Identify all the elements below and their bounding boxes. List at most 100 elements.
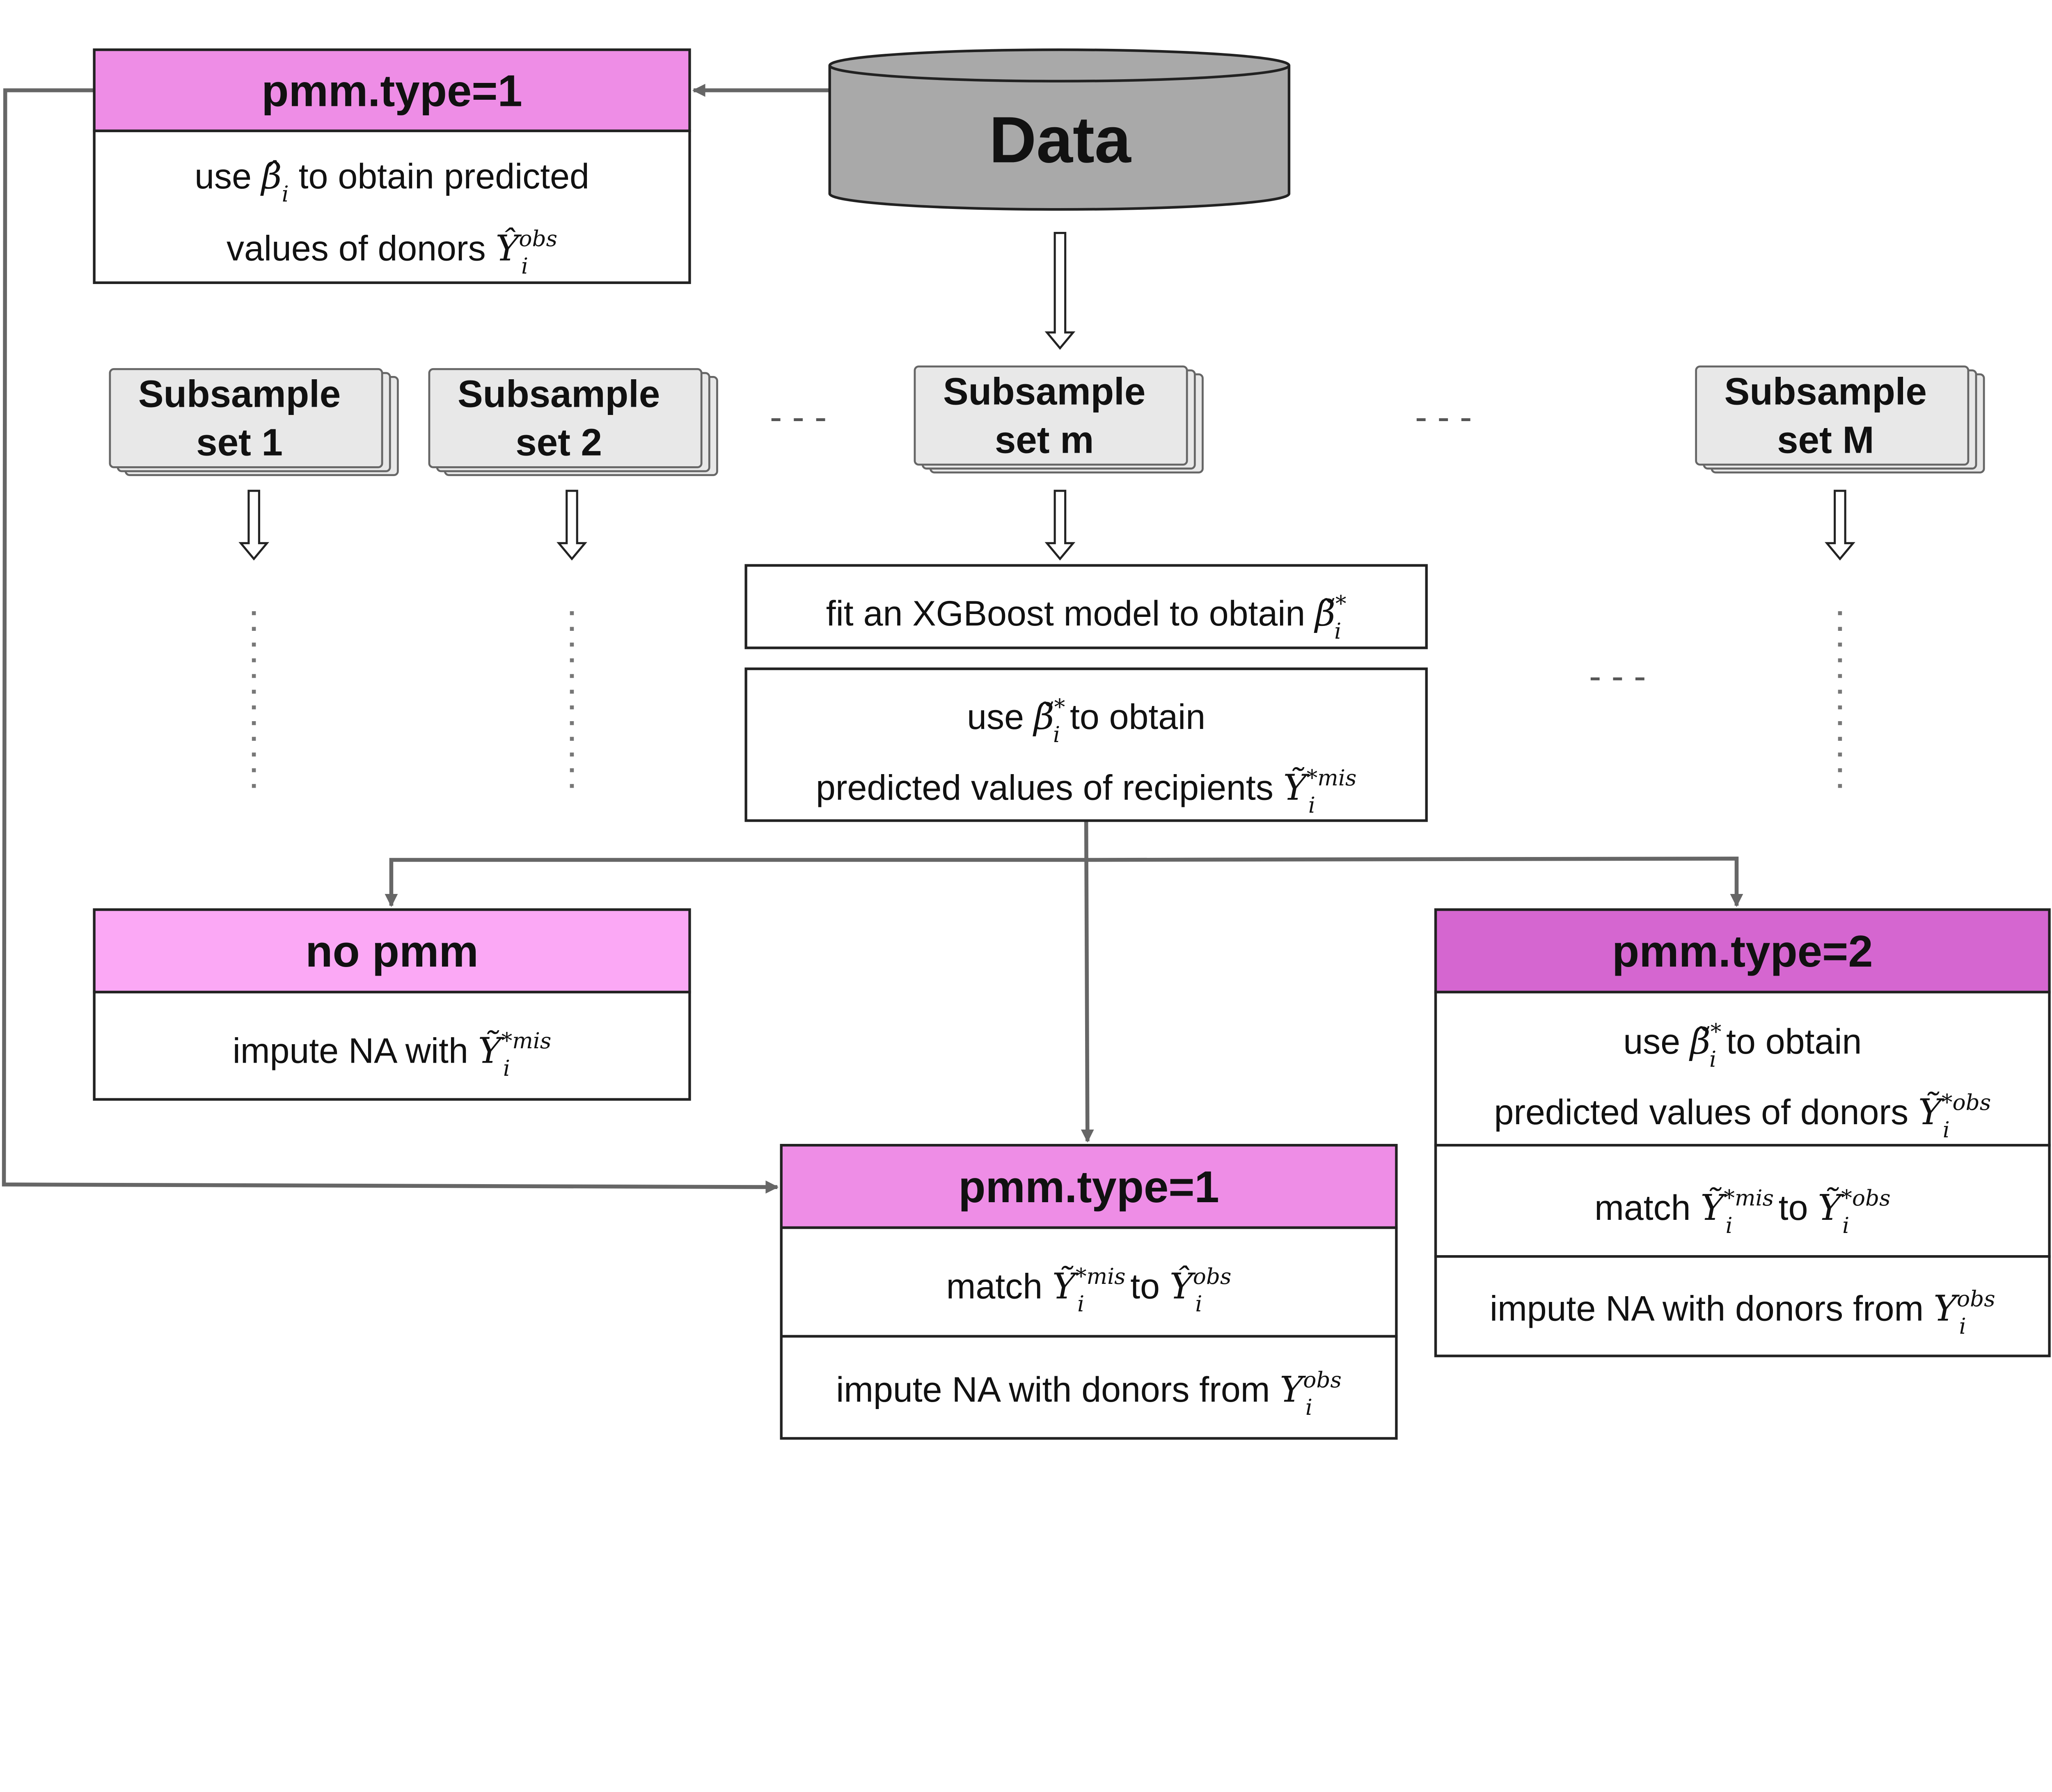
text-segment: impute NA with donors from	[1490, 1289, 1933, 1328]
subsample-set-4: Subsample set M	[1695, 365, 1985, 474]
fit-box: fit an XGBoost model to obtain β̃*i​	[744, 564, 1428, 649]
arrow-pmm1-to-bottom	[2, 88, 779, 1194]
subsample-name: set 1	[196, 421, 283, 464]
box-body	[780, 1335, 1398, 1440]
subsample-title: Subsample	[943, 370, 1145, 412]
use-text: use β̃*i​ to obtain	[967, 694, 1205, 747]
subsample-card	[1695, 365, 1970, 466]
ellipsis-2: - - -	[1415, 396, 1472, 437]
hollow-arrows	[238, 232, 1855, 561]
down-arrow-icon	[1825, 490, 1855, 561]
math-symbol: Ỹ	[1283, 767, 1310, 808]
data-label: Data	[989, 103, 1131, 176]
math-superscript: *obs	[1942, 1089, 1991, 1115]
box-body	[780, 1226, 1398, 1338]
data-cylinder: Data	[828, 48, 1291, 211]
box-header-title: no pmm	[305, 926, 479, 976]
math-symbol: β̃	[1689, 1021, 1711, 1062]
text-segment: to obtain predicted	[289, 157, 589, 196]
math-superscript: obs	[1303, 1367, 1342, 1393]
math-symbol: Ỹ	[478, 1030, 504, 1071]
math-superscript: obs	[1193, 1263, 1232, 1289]
use-box: use β̃*i​ to obtain predicted values of …	[744, 667, 1428, 822]
math-subscript: i	[1053, 722, 1060, 747]
math-superscript: *obs	[1841, 1185, 1890, 1211]
math-subscript: i	[1943, 1117, 1950, 1143]
subsample-card	[914, 365, 1188, 466]
subsample-set-3: Subsample set m	[914, 365, 1204, 474]
math-superscript: obs	[1957, 1286, 1995, 1311]
ellipses: - - - - - - - - -	[252, 396, 1842, 788]
text-segment: match	[1594, 1188, 1700, 1228]
text-segment: values of donors	[227, 229, 496, 268]
box-body	[1434, 1143, 2051, 1258]
text-segment: use	[967, 697, 1034, 737]
arrow-to-bottom-pmm1	[1081, 820, 1094, 1143]
math-subscript: i	[521, 253, 528, 279]
math-subscript: i	[1308, 792, 1315, 818]
arrow-to-nopmm	[385, 858, 1086, 907]
math-subscript: i	[503, 1055, 510, 1081]
math-subscript: i	[1726, 1212, 1733, 1238]
math-superscript: *	[1711, 1019, 1722, 1045]
math-symbol: Ỹ	[1918, 1091, 1944, 1133]
box-header	[1434, 908, 2051, 994]
math-symbol: Ỹ	[1052, 1265, 1079, 1307]
math-subscript: i	[1195, 1291, 1202, 1317]
text-segment: impute NA with donors from	[836, 1370, 1280, 1409]
text-segment: predicted values of recipients	[816, 768, 1283, 807]
subsample-name: set m	[995, 418, 1094, 461]
subsample-name: set 2	[515, 421, 602, 464]
down-arrow-icon	[1044, 490, 1076, 561]
subsample-name: set M	[1777, 418, 1874, 461]
ellipsis-1: - - -	[770, 396, 827, 437]
down-arrow-icon	[1044, 232, 1076, 350]
math-symbol: Ỹ	[1818, 1187, 1844, 1228]
subsample-set-1: Subsample set 1	[109, 368, 399, 476]
box-line: use β̃*i​ to obtain	[1623, 1019, 1862, 1072]
math-symbol: Y	[1933, 1288, 1960, 1329]
subsample-set-2: Subsample set 2	[428, 368, 718, 476]
text-segment: use	[195, 157, 261, 196]
text-segment: to obtain	[1716, 1022, 1862, 1061]
box-header	[780, 1143, 1398, 1229]
box-body	[93, 990, 691, 1101]
math-subscript: i	[1709, 1046, 1716, 1072]
math-symbol: Y	[1280, 1369, 1306, 1410]
text-segment: to obtain	[1060, 697, 1205, 737]
math-superscript: *mis	[502, 1028, 552, 1054]
text-segment: to	[1769, 1188, 1818, 1228]
math-superscript: *	[1335, 591, 1347, 616]
subsample-sets: Subsample set 1 Subsample set 2 Subsample set…	[109, 365, 1985, 476]
text-segment: fit an XGBoost model to obtain	[826, 594, 1315, 633]
arrow-to-pmm2	[1086, 857, 1743, 907]
box-header	[93, 908, 691, 994]
math-subscript: i	[1305, 1394, 1312, 1420]
box-body	[1434, 1255, 2051, 1357]
box-body	[93, 129, 691, 284]
box-line: use β̂i​ to obtain predicted	[195, 156, 589, 207]
math-subscript: i	[1077, 1291, 1084, 1317]
math-superscript: obs	[519, 225, 557, 251]
subsample-title: Subsample	[458, 373, 660, 415]
subsample-title: Subsample	[1725, 370, 1927, 412]
math-symbol: Ŷ	[496, 227, 522, 269]
subsample-card	[109, 368, 383, 468]
text-segment: impute NA with	[233, 1031, 478, 1070]
down-arrow-icon	[557, 490, 587, 561]
subsample-title: Subsample	[138, 373, 341, 415]
subsample-card	[428, 368, 703, 468]
down-arrow-icon	[238, 490, 269, 561]
math-symbol: Ŷ	[1170, 1265, 1196, 1307]
